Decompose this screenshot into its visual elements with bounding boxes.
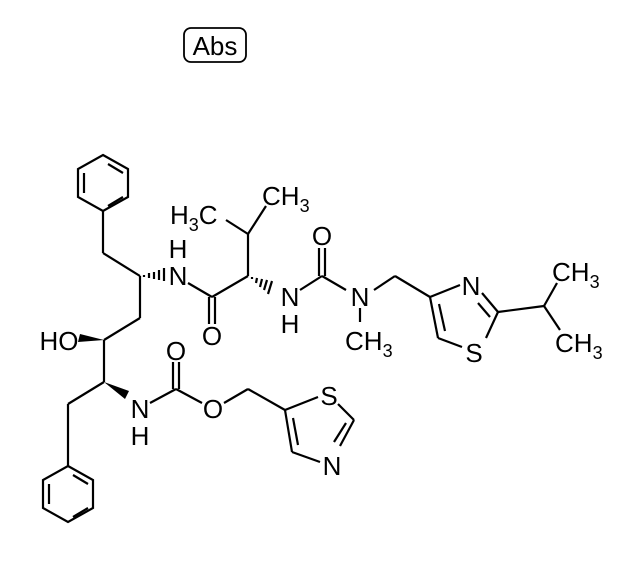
amide-2-n: N (281, 282, 300, 312)
amide-1-bonds (187, 205, 267, 324)
svg-text:CH3: CH3 (345, 326, 393, 361)
svg-text:CH3: CH3 (555, 328, 603, 363)
phenyl-ring-bottom (41, 446, 95, 524)
amide-1-o: O (202, 321, 222, 351)
hashed-wedge-1 (142, 268, 166, 281)
svg-text:CH3: CH3 (262, 181, 310, 216)
thiazole-1-ipr-methyl-top: CH3 (552, 257, 600, 292)
carbamate-n: N (131, 394, 150, 424)
thiazole-1-ipr-methyl-bottom: CH3 (555, 328, 603, 363)
urea-o: O (312, 221, 332, 251)
carbamate-bonds (149, 362, 286, 411)
isopropyl-methyl-right: CH3 (262, 181, 310, 216)
abs-label: Abs (193, 31, 238, 61)
svg-text:CH3: CH3 (552, 257, 600, 292)
amide-2-h: H (281, 309, 300, 339)
thiazole-2-n: N (323, 451, 342, 481)
carbamate-h: H (131, 421, 150, 451)
thiazole-1-n: N (462, 271, 481, 301)
hashed-wedge-2 (250, 277, 274, 295)
carbamate-o-ester: O (203, 394, 223, 424)
urea-n: N (351, 282, 370, 312)
hydroxyl-label: HO (40, 326, 79, 356)
carbamate-o-carbonyl: O (166, 336, 186, 366)
thiazole-ring-upper (428, 282, 561, 349)
backbone-bonds (66, 211, 142, 446)
n-methyl: CH3 (345, 326, 393, 361)
abs-stereo-badge: Abs (183, 27, 247, 63)
phenyl-ring-top (76, 153, 130, 213)
urea-bonds (299, 248, 431, 322)
thiazole-1-s: S (465, 338, 482, 368)
svg-text:H3C: H3C (170, 200, 218, 235)
isopropyl-methyl-left: H3C (170, 200, 218, 235)
amide-1-h: H (169, 234, 188, 264)
amide-1-n: N (169, 261, 188, 291)
thiazole-ring-lower (283, 395, 355, 464)
thiazole-2-s: S (320, 381, 337, 411)
bold-wedge-nh (104, 382, 129, 399)
bold-wedge-ho (78, 334, 104, 342)
